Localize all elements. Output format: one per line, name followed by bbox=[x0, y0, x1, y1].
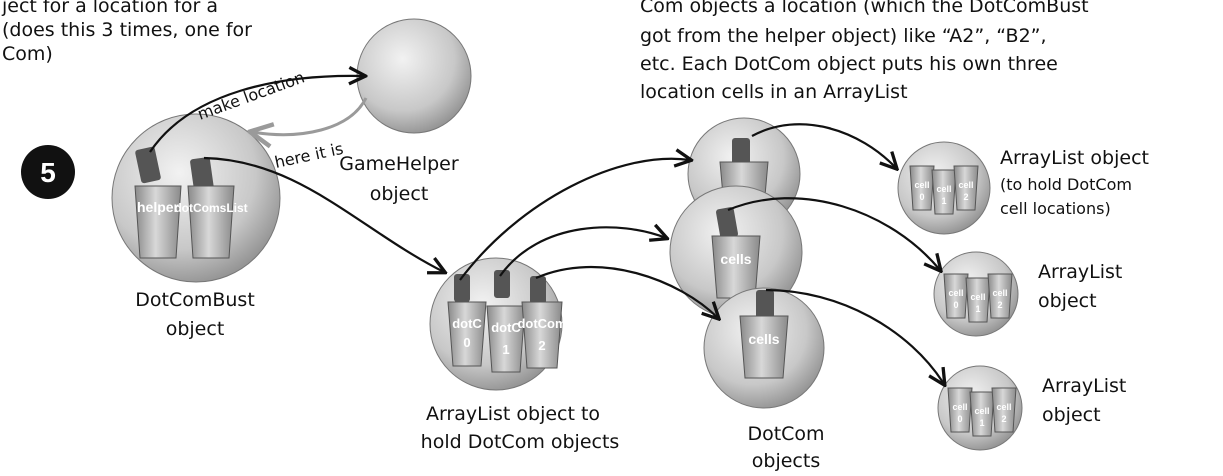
gamehelper-caption-2: object bbox=[370, 183, 429, 205]
dotcom-0-index: 0 bbox=[463, 335, 470, 350]
cell-0-index: 0 bbox=[957, 414, 962, 424]
arraylist-1-caption-3: cell locations) bbox=[1000, 199, 1111, 218]
dotcom-2-arrow bbox=[535, 265, 718, 318]
cell-1-index: 1 bbox=[979, 418, 984, 428]
dotcom-2-index: 2 bbox=[538, 338, 545, 353]
here-it-is-label: here it is bbox=[273, 139, 345, 172]
arraylist-2-caption-1: ArrayList bbox=[1038, 261, 1122, 283]
intro-right-line-3: etc. Each DotCom object puts his own thr… bbox=[640, 53, 1058, 75]
remote-control-icon bbox=[756, 290, 774, 320]
step-badge: 5 bbox=[21, 145, 75, 199]
cell-0-cup bbox=[943, 273, 969, 319]
dotcom-1-index: 1 bbox=[502, 342, 509, 357]
cells-arrow-1 bbox=[751, 123, 896, 168]
cell-1-index: 1 bbox=[941, 196, 946, 206]
dotcomslist-cup bbox=[187, 185, 235, 259]
gamehelper-caption-1: GameHelper bbox=[339, 153, 459, 175]
remote-control-icon bbox=[135, 146, 214, 193]
cell-0-label: cell bbox=[948, 288, 963, 298]
cell-0-cup bbox=[947, 387, 973, 433]
intro-left-line-1: ject for a location for a bbox=[1, 0, 218, 17]
dotcom-caption-1: DotCom bbox=[747, 423, 824, 445]
cell-1-label: cell bbox=[970, 292, 985, 302]
cell-1-label: cell bbox=[974, 406, 989, 416]
dotcom-object-bottom: cells bbox=[703, 287, 825, 409]
arraylist-3-caption-2: object bbox=[1042, 404, 1101, 426]
cell-2-label: cell bbox=[992, 288, 1007, 298]
intro-text-right: Com objects a location (which the DotCom… bbox=[640, 0, 1089, 103]
make-location-label: make location bbox=[195, 67, 307, 123]
cell-1-cup bbox=[969, 391, 995, 437]
cell-1-cup bbox=[965, 277, 991, 323]
cell-2-label: cell bbox=[996, 402, 1011, 412]
intro-right-line-4: location cells in an ArrayList bbox=[640, 81, 908, 103]
cell-1-label: cell bbox=[936, 184, 951, 194]
remote-control-icon bbox=[732, 138, 750, 168]
dotcom-object-middle: cells bbox=[669, 185, 803, 319]
intro-left-line-2: (does this 3 times, one for bbox=[2, 19, 252, 41]
helper-cup bbox=[134, 185, 182, 259]
cell-0-cup bbox=[909, 165, 935, 211]
cell-1-index: 1 bbox=[975, 304, 980, 314]
dotcom-1-label: dotC bbox=[491, 320, 521, 335]
remote-control-icon bbox=[454, 270, 546, 304]
dotcom-2-cup bbox=[521, 301, 563, 369]
step-number: 5 bbox=[40, 157, 56, 188]
cell-0-label: cell bbox=[952, 402, 967, 412]
cell-2-index: 2 bbox=[963, 192, 968, 202]
cell-2-label: cell bbox=[958, 180, 973, 190]
cell-0-index: 0 bbox=[953, 300, 958, 310]
cell-1-cup bbox=[931, 169, 957, 215]
dotcom-cells-cup-bottom bbox=[739, 315, 789, 379]
dotcom-0-arrow bbox=[459, 159, 690, 281]
gamehelper-bubble bbox=[356, 18, 472, 134]
gamehelper-object: GameHelper object bbox=[339, 18, 472, 205]
arraylist-3-caption-1: ArrayList bbox=[1042, 375, 1126, 397]
intro-right-line-1: Com objects a location (which the DotCom… bbox=[640, 0, 1089, 17]
helper-cup-label: helper bbox=[137, 199, 180, 215]
arraylist-dotcoms-caption-2: hold DotCom objects bbox=[421, 431, 620, 453]
cell-2-cup bbox=[991, 387, 1017, 433]
here-it-is-arrow bbox=[252, 97, 368, 135]
arraylist-cells-object-2: cell 0 cell 1 cell 2 ArrayList object bbox=[933, 251, 1122, 337]
make-location-arrow bbox=[149, 76, 364, 153]
arraylist-2-caption-2: object bbox=[1038, 290, 1097, 312]
dotcombust-caption-1: DotComBust bbox=[135, 289, 255, 311]
cells-arrow-2 bbox=[727, 197, 940, 270]
dotcom-cells-label-bottom: cells bbox=[748, 331, 779, 347]
dotcombust-object: helper dotComsList DotComBust object bbox=[111, 113, 281, 340]
arraylist-1-caption-2: (to hold DotCom bbox=[1000, 175, 1132, 194]
dotcom-2-label: dotCom bbox=[517, 316, 566, 331]
cell-2-cup bbox=[953, 165, 979, 211]
cell-2-index: 2 bbox=[997, 300, 1002, 310]
intro-text-left: ject for a location for a (does this 3 t… bbox=[1, 0, 252, 65]
dotcom-caption-2: objects bbox=[752, 450, 820, 472]
dotcom-cells-label-middle: cells bbox=[720, 251, 751, 267]
arraylist-cells-object-3: cell 0 cell 1 cell 2 ArrayList object bbox=[937, 365, 1126, 451]
dotcom-1-cup bbox=[486, 305, 526, 373]
intro-right-line-2: got from the helper object) like “A2”, “… bbox=[640, 25, 1047, 47]
dotcomslist-arrow bbox=[203, 156, 444, 272]
dotcom-1-arrow bbox=[499, 227, 666, 277]
dotcom-0-cup bbox=[447, 301, 487, 367]
intro-left-line-3: Com) bbox=[2, 43, 53, 65]
cells-arrow-3 bbox=[765, 288, 944, 384]
remote-control-icon bbox=[716, 207, 738, 239]
arraylist-1-caption-1: ArrayList object bbox=[1000, 147, 1149, 169]
arraylist-dotcoms-caption-1: ArrayList object to bbox=[426, 403, 600, 425]
arraylist-dotcoms-object: dotC 0 dotC 1 dotCom 2 ArrayList object … bbox=[421, 257, 620, 453]
cell-0-index: 0 bbox=[919, 192, 924, 202]
cell-2-index: 2 bbox=[1001, 414, 1006, 424]
arraylist-cells-object-1: cell 0 cell 1 cell 2 ArrayList object (t… bbox=[897, 141, 1149, 235]
dotcom-0-label: dotC bbox=[452, 316, 482, 331]
dotcomslist-cup-label: dotComsList bbox=[174, 201, 247, 215]
cell-2-cup bbox=[987, 273, 1013, 319]
dotcombust-caption-2: object bbox=[166, 318, 225, 340]
cell-0-label: cell bbox=[914, 180, 929, 190]
